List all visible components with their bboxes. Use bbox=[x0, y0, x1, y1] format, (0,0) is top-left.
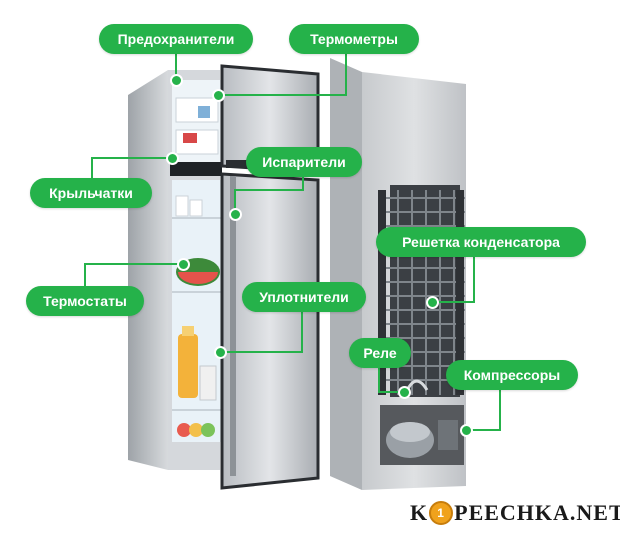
label-impellers[interactable]: Крыльчатки bbox=[30, 178, 152, 208]
anchor-dot bbox=[166, 152, 179, 165]
anchor-dot bbox=[170, 74, 183, 87]
label-condenser-grid[interactable]: Решетка конденсатора bbox=[376, 227, 586, 257]
compressor-unit bbox=[380, 379, 464, 465]
watermark-prefix: K bbox=[410, 500, 429, 525]
label-evaporators[interactable]: Испарители bbox=[246, 147, 362, 177]
coin-icon: 1 bbox=[429, 501, 454, 525]
anchor-dot bbox=[177, 258, 190, 271]
freezer-interior bbox=[172, 80, 222, 162]
label-seals[interactable]: Уплотнители bbox=[242, 282, 366, 312]
anchor-dot bbox=[460, 424, 473, 437]
anchor-dot bbox=[426, 296, 439, 309]
watermark-text: PEECHKA.NET bbox=[454, 500, 620, 525]
anchor-dot bbox=[214, 346, 227, 359]
anchor-dot bbox=[229, 208, 242, 221]
rear-fridge bbox=[330, 58, 466, 490]
leader-lines bbox=[84, 52, 501, 431]
watermark-logo: K 1 PEECHKA.NET bbox=[410, 498, 620, 528]
anchor-dot bbox=[212, 89, 225, 102]
label-thermostats[interactable]: Термостаты bbox=[26, 286, 144, 316]
label-fuses[interactable]: Предохранители bbox=[99, 24, 253, 54]
fridge-interior bbox=[172, 180, 222, 442]
doors bbox=[220, 64, 320, 490]
front-fridge bbox=[128, 64, 320, 490]
anchor-dot bbox=[398, 386, 411, 399]
label-thermometers[interactable]: Термометры bbox=[289, 24, 419, 54]
label-compressors[interactable]: Компрессоры bbox=[446, 360, 578, 390]
label-relay[interactable]: Реле bbox=[349, 338, 411, 368]
